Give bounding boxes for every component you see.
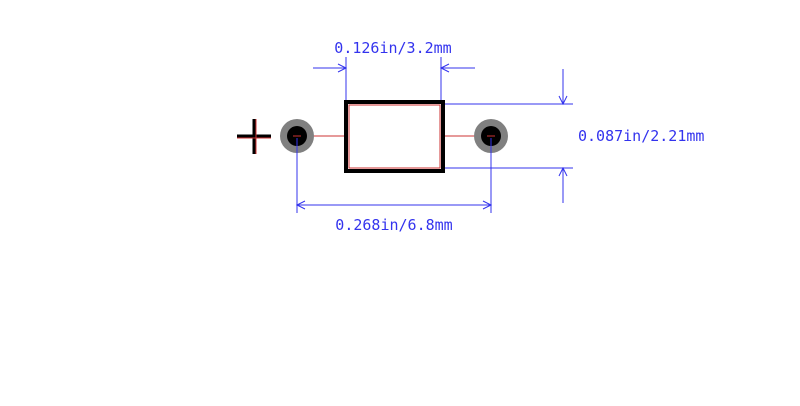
- body-width-dimension: [313, 57, 475, 100]
- pad-left: [280, 119, 314, 153]
- body-height-dimension: [445, 69, 573, 203]
- pin-spacing-dimension: [295, 138, 493, 213]
- body-width-label: 0.126in/3.2mm: [334, 39, 451, 57]
- pin-spacing-label: 0.268in/6.8mm: [335, 216, 452, 234]
- pad-right: [474, 119, 508, 153]
- plus-icon: [237, 119, 271, 154]
- body-height-label: 0.087in/2.21mm: [578, 127, 704, 145]
- component-body: [344, 100, 445, 173]
